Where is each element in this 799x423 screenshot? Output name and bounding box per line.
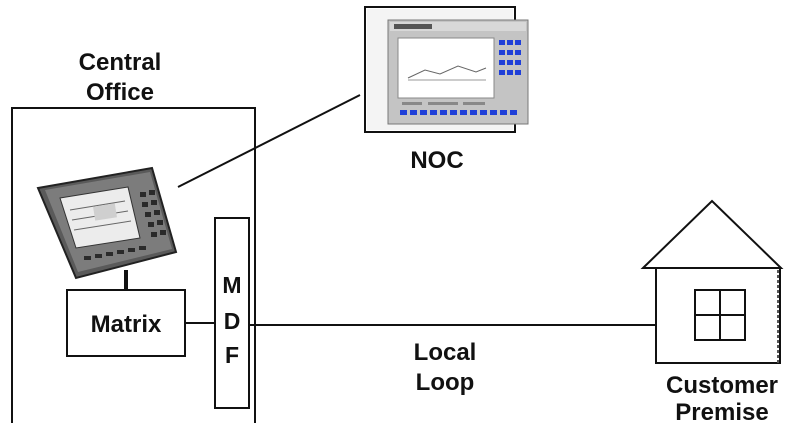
- customer-premise-label-line1: Customer: [666, 372, 778, 399]
- local-loop-label-line2: Loop: [416, 369, 475, 396]
- central-office-label-line1: Central: [79, 49, 162, 76]
- test-device-icon: [36, 166, 178, 280]
- local-loop-label-line1: Local: [414, 339, 477, 366]
- noc-label: NOC: [410, 147, 463, 174]
- central-office-outline: [11, 107, 256, 423]
- mdf-letter-f: F: [225, 342, 239, 368]
- matrix-box: Matrix: [66, 289, 186, 357]
- house-icon: [640, 199, 784, 364]
- mdf-letter-d: D: [224, 308, 241, 334]
- customer-premise-label-line2: Premise: [675, 399, 768, 423]
- central-office-label-line2: Office: [86, 79, 154, 106]
- mdf-box: M D F: [214, 217, 250, 409]
- matrix-label: Matrix: [91, 311, 162, 338]
- central-office: Central Office: [11, 49, 256, 423]
- mdf-letter-m: M: [222, 272, 241, 298]
- device-noc-link: [177, 94, 361, 188]
- noc-screen-icon: [364, 6, 529, 133]
